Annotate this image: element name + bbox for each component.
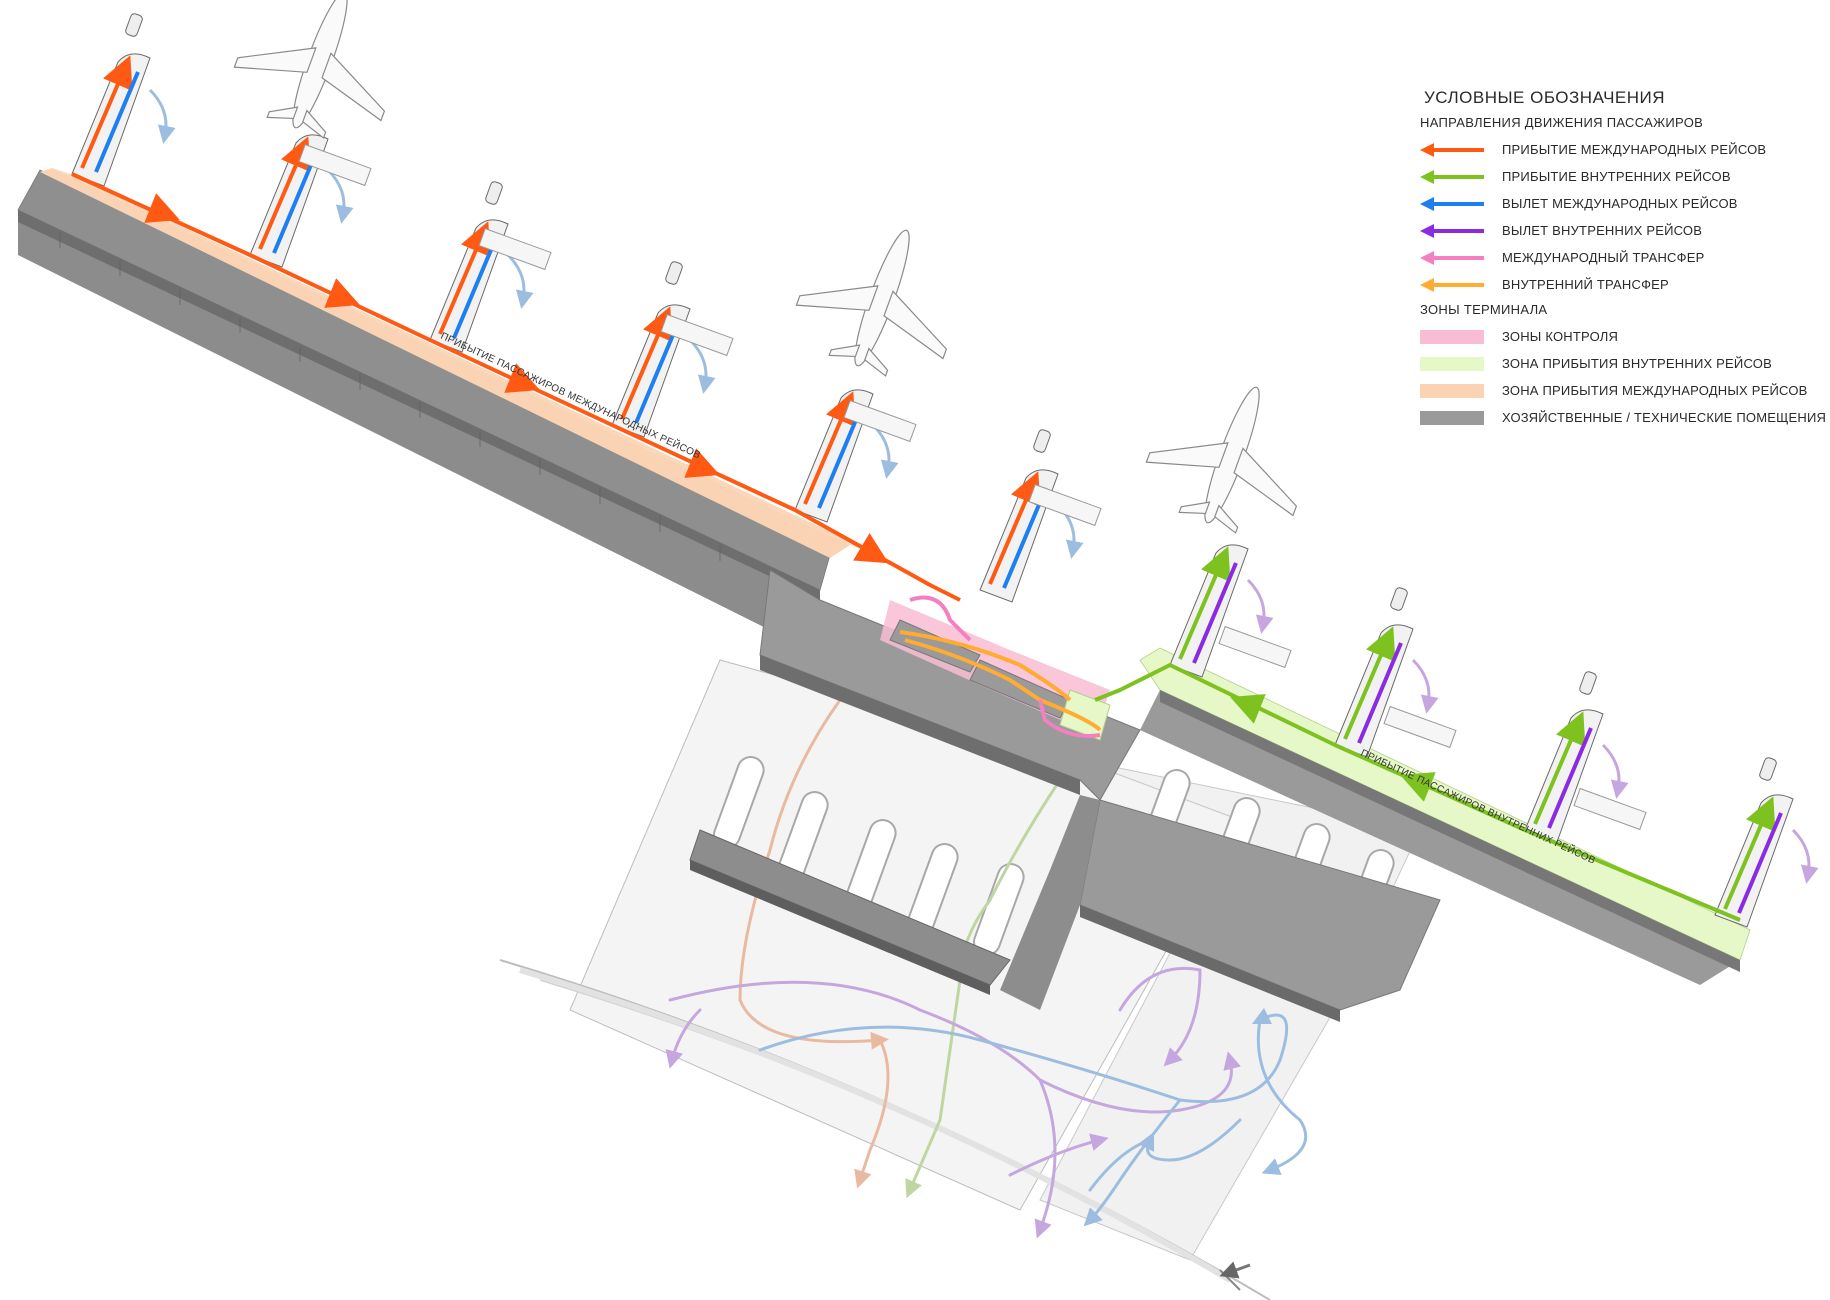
flows-heading: НАПРАВЛЕНИЯ ДВИЖЕНИЯ ПАССАЖИРОВ <box>1420 115 1704 130</box>
flow-legend-item: ПРИБЫТИЕ ВНУТРЕННИХ РЕЙСОВ <box>1420 163 1820 190</box>
zone-legend-item: ЗОНА ПРИБЫТИЯ ВНУТРЕННИХ РЕЙСОВ <box>1420 350 1820 377</box>
aircraft-3 <box>1145 386 1298 534</box>
bridge-7 <box>1169 544 1292 678</box>
bridge-6 <box>979 429 1102 603</box>
zone-swatch <box>1420 410 1484 425</box>
legend-title: УСЛОВНЫЕ ОБОЗНАЧЕНИЯ <box>1424 88 1666 107</box>
flows-list: ПРИБЫТИЕ МЕЖДУНАРОДНЫХ РЕЙСОВ ПРИБЫТИЕ ВН… <box>1420 136 1820 298</box>
flow-legend-label: ПРИБЫТИЕ ВНУТРЕННИХ РЕЙСОВ <box>1502 169 1731 184</box>
zone-swatch <box>1420 329 1484 344</box>
bridge-4 <box>611 261 734 438</box>
zone-swatch <box>1420 356 1484 371</box>
jet-bridges <box>71 13 1819 928</box>
international-pier <box>17 168 880 655</box>
zone-legend-label: ЗОНА ПРИБЫТИЯ ВНУТРЕННИХ РЕЙСОВ <box>1502 356 1772 371</box>
zone-swatch <box>1420 383 1484 398</box>
international-arrival-flow <box>71 172 972 642</box>
bridge-5 <box>794 389 917 523</box>
domestic-arrival-flow <box>1094 663 1741 922</box>
flow-legend-label: ПРИБЫТИЕ МЕЖДУНАРОДНЫХ РЕЙСОВ <box>1502 142 1767 157</box>
zone-legend-item: ЗОНЫ КОНТРОЛЯ <box>1420 323 1820 350</box>
legend: УСЛОВНЫЕ ОБОЗНАЧЕНИЯ НАПРАВЛЕНИЯ ДВИЖЕНИ… <box>1420 88 1826 431</box>
flow-arrow-icon <box>1420 169 1484 184</box>
zone-legend-item: ХОЗЯЙСТВЕННЫЕ / ТЕХНИЧЕСКИЕ ПОМЕЩЕНИЯ <box>1420 404 1826 431</box>
zone-legend-item: ЗОНА ПРИБЫТИЯ МЕЖДУНАРОДНЫХ РЕЙСОВ <box>1420 377 1820 404</box>
zone-legend-label: ЗОНЫ КОНТРОЛЯ <box>1502 329 1619 344</box>
flow-arrow-icon <box>1420 250 1484 265</box>
aircraft-1 <box>233 0 386 139</box>
flow-legend-label: ВЫЛЕТ ВНУТРЕННИХ РЕЙСОВ <box>1502 223 1703 238</box>
flow-legend-label: ВНУТРЕННИЙ ТРАНСФЕР <box>1502 277 1669 292</box>
flow-legend-item: ВЫЛЕТ МЕЖДУНАРОДНЫХ РЕЙСОВ <box>1420 190 1820 217</box>
flow-legend-label: ВЫЛЕТ МЕЖДУНАРОДНЫХ РЕЙСОВ <box>1502 196 1738 211</box>
flow-arrow-icon <box>1420 142 1484 157</box>
flow-legend-item: МЕЖДУНАРОДНЫЙ ТРАНСФЕР <box>1420 244 1820 271</box>
flow-legend-item: ВЫЛЕТ ВНУТРЕННИХ РЕЙСОВ <box>1420 217 1820 244</box>
flow-arrow-icon <box>1420 277 1484 292</box>
flow-legend-item: ПРИБЫТИЕ МЕЖДУНАРОДНЫХ РЕЙСОВ <box>1420 136 1820 163</box>
aircraft-2 <box>795 229 948 377</box>
bridge-8 <box>1334 587 1457 758</box>
aircraft <box>233 0 1298 534</box>
bridge-2 <box>249 134 372 268</box>
zones-heading: ЗОНЫ ТЕРМИНАЛА <box>1420 302 1548 317</box>
zone-legend-label: ЗОНА ПРИБЫТИЯ МЕЖДУНАРОДНЫХ РЕЙСОВ <box>1502 383 1808 398</box>
flow-arrow-icon <box>1420 196 1484 211</box>
flow-legend-label: МЕЖДУНАРОДНЫЙ ТРАНСФЕР <box>1502 250 1705 265</box>
central-terminal <box>689 569 1441 1022</box>
flow-arrow-icon <box>1420 223 1484 238</box>
bridge-1 <box>71 13 176 187</box>
zones-list: ЗОНЫ КОНТРОЛЯ ЗОНА ПРИБЫТИЯ ВНУТРЕННИХ РЕ… <box>1420 323 1826 431</box>
bridge-10 <box>1714 757 1819 928</box>
zone-legend-label: ХОЗЯЙСТВЕННЫЕ / ТЕХНИЧЕСКИЕ ПОМЕЩЕНИЯ <box>1502 410 1827 425</box>
flow-legend-item: ВНУТРЕННИЙ ТРАНСФЕР <box>1420 271 1820 298</box>
bridge-3 <box>429 181 552 353</box>
bridge-9 <box>1524 671 1647 843</box>
transfer-flows <box>899 630 1102 738</box>
